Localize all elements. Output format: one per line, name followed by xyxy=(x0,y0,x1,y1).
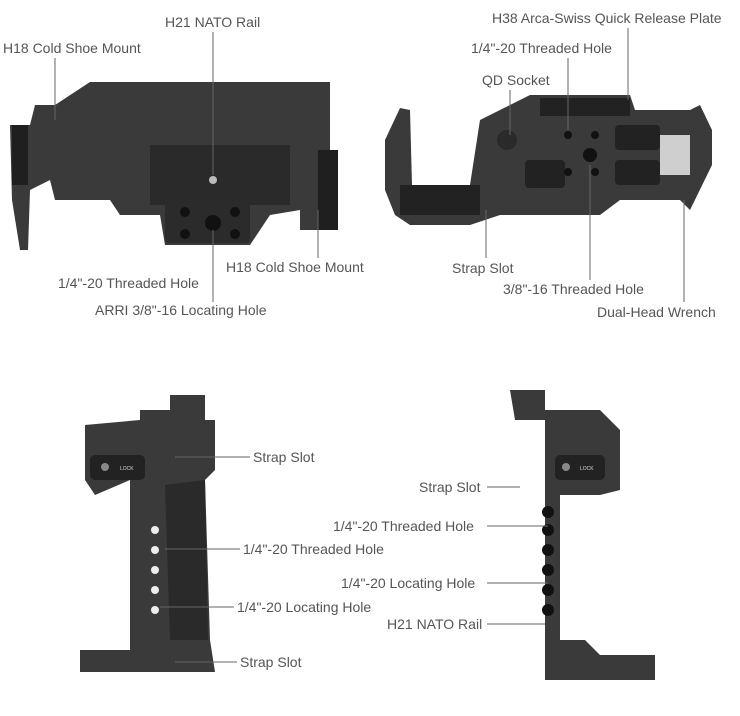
label-dual-head-wrench: Dual-Head Wrench xyxy=(597,304,716,320)
label-threaded-hole-br: 1/4"-20 Threaded Hole xyxy=(333,518,474,534)
cage-bottom-view xyxy=(385,95,712,225)
label-threaded-hole-top-right: 1/4"-20 Threaded Hole xyxy=(471,40,612,56)
label-strap-slot-bl-2: Strap Slot xyxy=(240,654,302,670)
leader-lines xyxy=(54,28,685,663)
lock-label-left: LOCK xyxy=(120,466,134,472)
label-threaded-hole-top-left: 1/4"-20 Threaded Hole xyxy=(58,275,199,291)
cage-top-view xyxy=(10,82,338,250)
label-qd-socket: QD Socket xyxy=(482,72,550,88)
label-h18-cold-shoe-right: H18 Cold Shoe Mount xyxy=(226,259,364,275)
label-h38-arca-swiss: H38 Arca-Swiss Quick Release Plate xyxy=(492,10,722,26)
label-h21-nato-rail-br: H21 NATO Rail xyxy=(387,616,483,632)
label-h21-nato-rail-top: H21 NATO Rail xyxy=(165,14,261,30)
label-strap-slot-br: Strap Slot xyxy=(419,479,481,495)
lock-label-right: LOCK xyxy=(580,466,594,472)
label-threaded-hole-bl: 1/4"-20 Threaded Hole xyxy=(243,541,384,557)
label-h18-cold-shoe-top: H18 Cold Shoe Mount xyxy=(3,40,141,56)
label-strap-slot-bl-1: Strap Slot xyxy=(253,449,315,465)
label-locating-hole-bl: 1/4"-20 Locating Hole xyxy=(237,599,372,615)
cage-side-view-left: LOCK xyxy=(80,395,215,672)
label-3-8-threaded-hole: 3/8"-16 Threaded Hole xyxy=(503,281,644,297)
label-locating-hole-br: 1/4"-20 Locating Hole xyxy=(341,575,476,591)
cage-side-view-right: LOCK xyxy=(510,390,655,680)
label-arri-locating-hole: ARRI 3/8"-16 Locating Hole xyxy=(95,302,267,318)
label-strap-slot-top-right: Strap Slot xyxy=(452,260,514,276)
